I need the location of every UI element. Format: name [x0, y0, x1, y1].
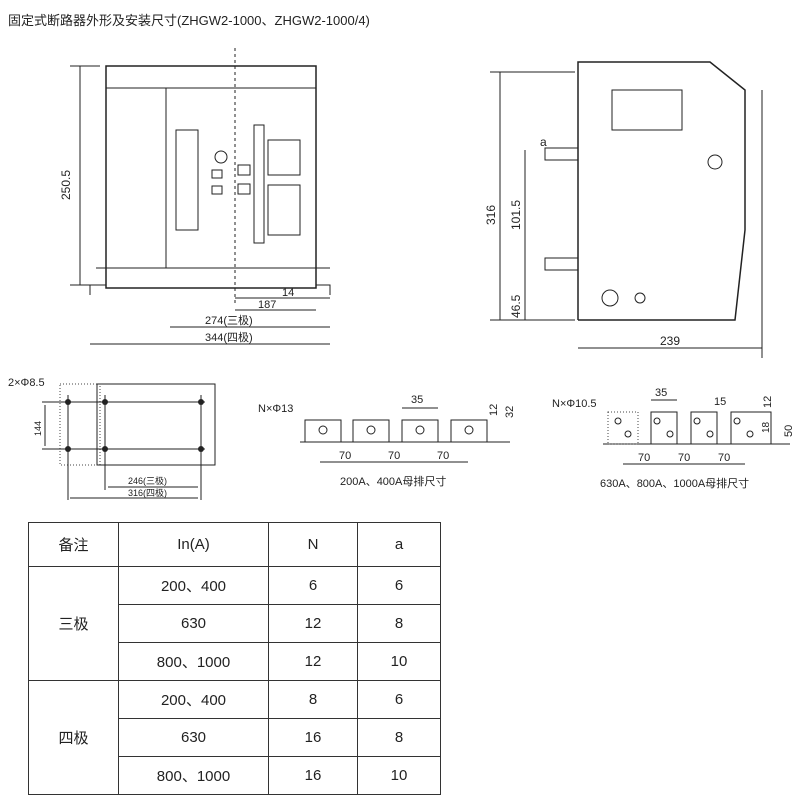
dim-14: 14 — [282, 287, 294, 299]
cell: 6 — [357, 566, 441, 605]
header-remark: 备注 — [28, 522, 119, 567]
cell: 12 — [268, 642, 358, 681]
dim-316-mount: 316(四极) — [128, 487, 167, 498]
dim-344: 344(四极) — [205, 330, 253, 344]
header-a: a — [357, 522, 441, 567]
cell: 6 — [268, 566, 358, 605]
dim-12: 12 — [762, 396, 774, 408]
busbar-200-400: N×Φ13 35 12 32 70 70 70 200A、400A母排尺寸 — [258, 394, 516, 488]
group-label: 三极 — [28, 566, 119, 681]
cell: 6 — [357, 680, 441, 719]
dim-101-5: 101.5 — [509, 200, 523, 230]
cell: 800、1000 — [118, 642, 269, 681]
cell: 10 — [357, 642, 441, 681]
holes-label: 2×Φ8.5 — [8, 377, 45, 389]
cell: 8 — [357, 604, 441, 643]
dim-50: 50 — [783, 425, 795, 437]
cell: 630 — [118, 604, 269, 643]
holes-label: N×Φ10.5 — [552, 398, 597, 410]
cell: 630 — [118, 718, 269, 757]
busbar-630-1000: N×Φ10.5 35 15 12 18 50 70 70 70 630A、800… — [552, 387, 795, 490]
cell: 12 — [268, 604, 358, 643]
dim-70: 70 — [388, 450, 400, 462]
dim-35: 35 — [411, 394, 423, 406]
dim-32: 32 — [504, 406, 516, 418]
mounting-diagram: 2×Φ8.5 144 246(三极) 316(四极) — [8, 377, 216, 500]
cell: 8 — [268, 680, 358, 719]
dim-274: 274(三极) — [205, 313, 253, 327]
front-view: 250.5 14 187 274(三极) 344(四极) — [59, 48, 331, 345]
busbar-caption: 630A、800A、1000A母排尺寸 — [600, 476, 749, 490]
table-header: 备注 In(A) N a — [28, 522, 441, 567]
cell: 200、400 — [118, 680, 269, 719]
dim-246: 246(三极) — [128, 475, 167, 486]
group-label: 四极 — [28, 680, 119, 795]
dim-316: 316 — [484, 205, 498, 225]
dim-15: 15 — [714, 396, 726, 408]
dim-144: 144 — [33, 421, 43, 436]
dim-a: a — [540, 135, 547, 149]
dim-12: 12 — [488, 404, 500, 416]
dim-70: 70 — [678, 452, 690, 464]
dim-70: 70 — [718, 452, 730, 464]
cell: 200、400 — [118, 566, 269, 605]
dim-35: 35 — [655, 387, 667, 399]
header-n: N — [268, 522, 358, 567]
dim-239: 239 — [660, 334, 680, 348]
holes-label: N×Φ13 — [258, 403, 293, 415]
busbar-caption: 200A、400A母排尺寸 — [340, 474, 446, 488]
dim-187: 187 — [258, 299, 276, 311]
dim-70: 70 — [437, 450, 449, 462]
cell: 16 — [268, 756, 358, 795]
page-title: 固定式断路器外形及安装尺寸(ZHGW2-1000、ZHGW2-1000/4) — [8, 13, 370, 28]
dim-46-5: 46.5 — [509, 294, 523, 318]
side-view: 316 101.5 46.5 a 239 — [484, 61, 763, 358]
dim-18: 18 — [761, 421, 772, 433]
header-in: In(A) — [118, 522, 269, 567]
cell: 16 — [268, 718, 358, 757]
cell: 10 — [357, 756, 441, 795]
dim-70: 70 — [638, 452, 650, 464]
cell: 8 — [357, 718, 441, 757]
cell: 800、1000 — [118, 756, 269, 795]
dim-70: 70 — [339, 450, 351, 462]
dim-height: 250.5 — [59, 170, 73, 200]
